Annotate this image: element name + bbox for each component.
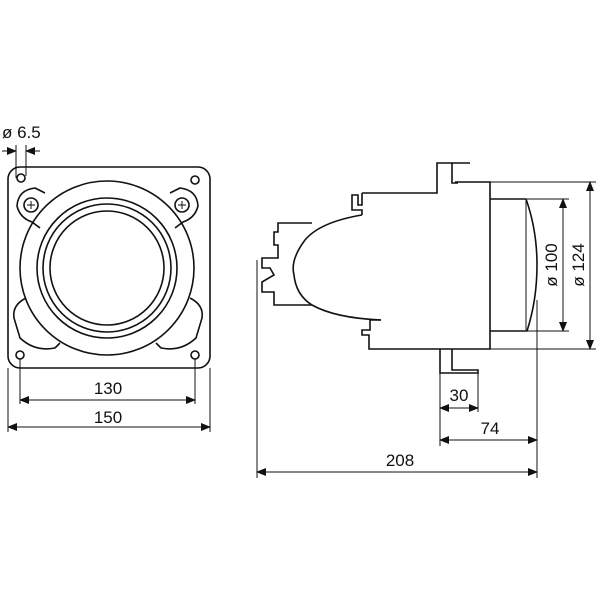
housing-notch [351, 193, 363, 215]
headlamp-housing [361, 162, 491, 350]
side-view [261, 162, 538, 374]
hole-spacing-label: 130 [94, 379, 122, 398]
lower-bracket [439, 349, 479, 374]
mounting-hole [190, 175, 200, 185]
bezel-ring [36, 197, 178, 339]
mounting-hole [16, 173, 26, 183]
screw-lug-right [169, 187, 199, 229]
lower-tab-right [155, 297, 204, 350]
outer-ring [19, 180, 195, 356]
lens-front [490, 198, 538, 332]
screw-icon [174, 197, 190, 213]
lens [49, 210, 165, 326]
total-depth-label: 208 [386, 451, 414, 470]
side-dimensions: ø 124 ø 100 30 74 208 [256, 181, 596, 478]
bezel-diameter-label: ø 124 [569, 243, 588, 286]
mounting-hole [190, 350, 200, 360]
front-view [7, 166, 211, 369]
lower-tab-left [12, 297, 61, 350]
front-depth-label: 74 [481, 419, 500, 438]
bezel-inner-ring [42, 203, 172, 333]
mounting-plate [7, 166, 211, 369]
lens-diameter-label: ø 100 [542, 243, 561, 286]
plate-width-label: 150 [94, 408, 122, 427]
mounting-hole [15, 350, 25, 360]
hole-diameter-label: ø 6.5 [2, 123, 41, 142]
front-dimensions: ø 6.5 130 150 [2, 123, 211, 432]
screw-lug-left [16, 187, 46, 229]
reflector-dome [292, 214, 382, 321]
screw-icon [23, 197, 39, 213]
bracket-depth-label: 30 [450, 386, 469, 405]
rear-bracket [261, 222, 312, 306]
